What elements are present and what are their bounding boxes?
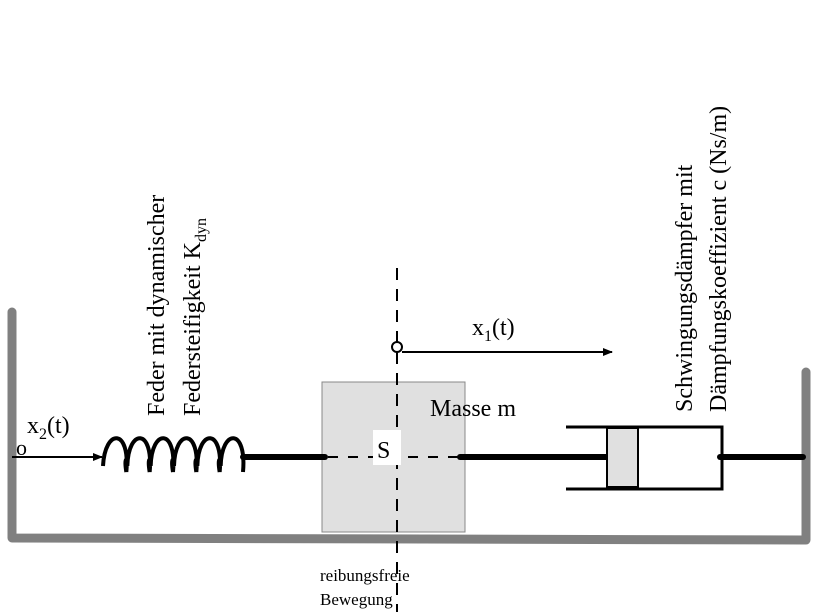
spring [101,436,246,473]
center-of-mass-label: S [377,438,390,464]
center-label-bg [373,430,401,465]
damper-label-line1: Schwingungsdämpfer mit [672,164,698,412]
spring-label-line2: Federsteifigkeit Kdyn [180,218,210,416]
ground-frame [7,307,811,545]
x1-label: x1(t) [472,315,515,345]
friction-label-line2: Bewegung [320,590,393,609]
damper-label-line2: Dämpfungskoeffizient c (Ns/m) [706,106,732,412]
spring-label-line1: Feder mit dynamischer [144,195,170,416]
mass-label: Masse m [430,396,516,422]
damper-piston [606,427,639,488]
damper [566,425,806,491]
x2-label: x2(t) [27,413,70,443]
friction-label-line1: reibungsfreie [320,566,410,585]
x1-origin-marker [391,341,403,353]
x2-origin-marker: o [16,435,27,460]
